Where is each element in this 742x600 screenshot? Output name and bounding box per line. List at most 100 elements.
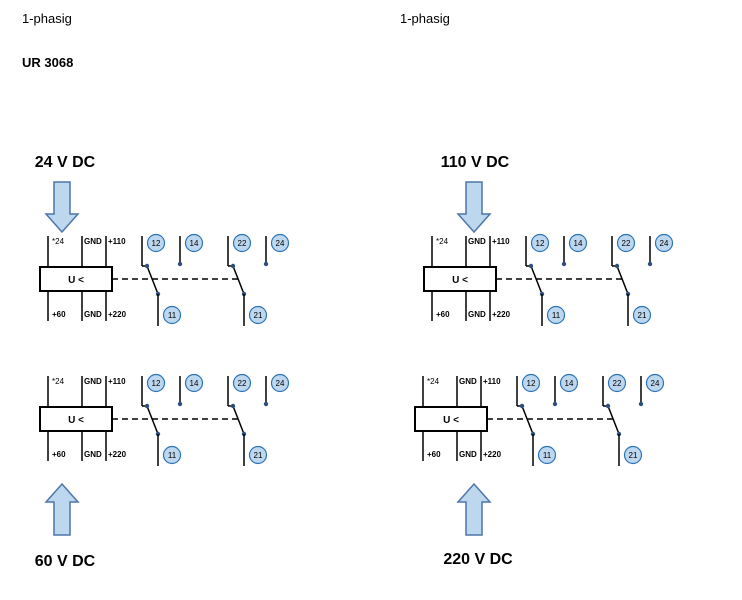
undervoltage-box <box>423 266 497 292</box>
contact-24: 24 <box>270 373 290 393</box>
contact-circle <box>248 445 268 465</box>
terminal-label-bottom: +60 <box>436 310 450 319</box>
contact-12: 12 <box>146 233 166 253</box>
terminal-label-bottom: GND <box>84 450 102 459</box>
contact-number: 14 <box>190 379 199 388</box>
terminal-label-top: *24 <box>427 377 440 386</box>
switch-blade <box>146 405 159 435</box>
terminal-label-bottom: +220 <box>492 310 511 319</box>
contact-21: 21 <box>248 445 268 465</box>
terminal-label-top: GND <box>84 377 102 386</box>
switch-blade <box>232 265 245 295</box>
contact-point <box>177 401 183 407</box>
contact-circle <box>162 445 182 465</box>
terminal-label-bottom: GND <box>84 310 102 319</box>
terminal-label-bottom: GND <box>468 310 486 319</box>
contact-circle <box>521 373 541 393</box>
arrow-up-icon <box>456 482 492 536</box>
contact-point <box>230 263 236 269</box>
contact-point <box>177 261 183 267</box>
arrow-up-icon <box>44 482 80 536</box>
contact-circle <box>146 233 166 253</box>
contact-point <box>647 261 653 267</box>
contact-11: 11 <box>162 305 182 325</box>
contact-number: 21 <box>254 451 263 460</box>
contact-22: 22 <box>232 373 252 393</box>
phase-label-right: 1-phasig <box>400 11 450 26</box>
contact-number: 21 <box>638 311 647 320</box>
terminal-label-top: +110 <box>492 237 510 246</box>
switch-blade <box>616 265 629 295</box>
contact-24: 24 <box>654 233 674 253</box>
terminal-label-bottom: +60 <box>52 310 66 319</box>
contact-point <box>638 401 644 407</box>
contact-number: 11 <box>552 311 561 320</box>
terminal-label-top: *24 <box>52 377 65 386</box>
switch-blade <box>607 405 620 435</box>
contact-circle <box>162 305 182 325</box>
contact-14: 14 <box>568 233 588 253</box>
contact-point <box>561 261 567 267</box>
terminal-label-bottom: +220 <box>108 310 127 319</box>
arrow-down-icon <box>44 181 80 234</box>
terminal-label-top: GND <box>459 377 477 386</box>
box-label: U < <box>68 275 84 286</box>
contact-circle <box>559 373 579 393</box>
contact-21: 21 <box>248 305 268 325</box>
box-label: U < <box>68 415 84 426</box>
contact-number: 21 <box>254 311 263 320</box>
contact-11: 11 <box>162 445 182 465</box>
contact-number: 21 <box>629 451 638 460</box>
terminal-label-top: +110 <box>108 237 126 246</box>
contact-point <box>605 403 611 409</box>
phase-label-left: 1-phasig <box>22 11 72 26</box>
contact-12: 12 <box>530 233 550 253</box>
contact-21: 21 <box>623 445 643 465</box>
contact-number: 14 <box>574 239 583 248</box>
undervoltage-box <box>39 406 113 432</box>
contact-circle <box>184 233 204 253</box>
contact-point <box>519 403 525 409</box>
contact-number: 22 <box>238 379 247 388</box>
contact-number: 22 <box>238 239 247 248</box>
terminal-label-bottom: +60 <box>427 450 441 459</box>
contact-point <box>552 401 558 407</box>
contact-number: 12 <box>152 239 161 248</box>
contact-point <box>263 261 269 267</box>
contact-number: 11 <box>543 451 552 460</box>
contact-number: 22 <box>613 379 622 388</box>
contact-number: 14 <box>190 239 199 248</box>
contact-circle <box>632 305 652 325</box>
contact-number: 11 <box>168 451 177 460</box>
contact-circle <box>607 373 627 393</box>
terminal-label-bottom: GND <box>459 450 477 459</box>
voltage-label: 60 V DC <box>35 553 96 570</box>
terminal-label-bottom: +220 <box>108 450 127 459</box>
contact-11: 11 <box>546 305 566 325</box>
contact-number: 24 <box>651 379 660 388</box>
contact-circle <box>654 233 674 253</box>
contact-number: 12 <box>536 239 545 248</box>
terminal-label-top: GND <box>84 237 102 246</box>
contact-number: 11 <box>168 311 177 320</box>
contact-14: 14 <box>559 373 579 393</box>
contact-circle <box>546 305 566 325</box>
terminal-label-bottom: +220 <box>483 450 502 459</box>
contact-number: 14 <box>565 379 574 388</box>
contact-circle <box>232 233 252 253</box>
contact-24: 24 <box>645 373 665 393</box>
contact-point <box>230 403 236 409</box>
contact-circle <box>616 233 636 253</box>
contact-circle <box>270 373 290 393</box>
terminal-label-top: +110 <box>108 377 126 386</box>
contact-number: 12 <box>152 379 161 388</box>
contact-12: 12 <box>146 373 166 393</box>
contact-circle <box>530 233 550 253</box>
contact-number: 24 <box>276 379 285 388</box>
terminal-label-top: +110 <box>483 377 501 386</box>
